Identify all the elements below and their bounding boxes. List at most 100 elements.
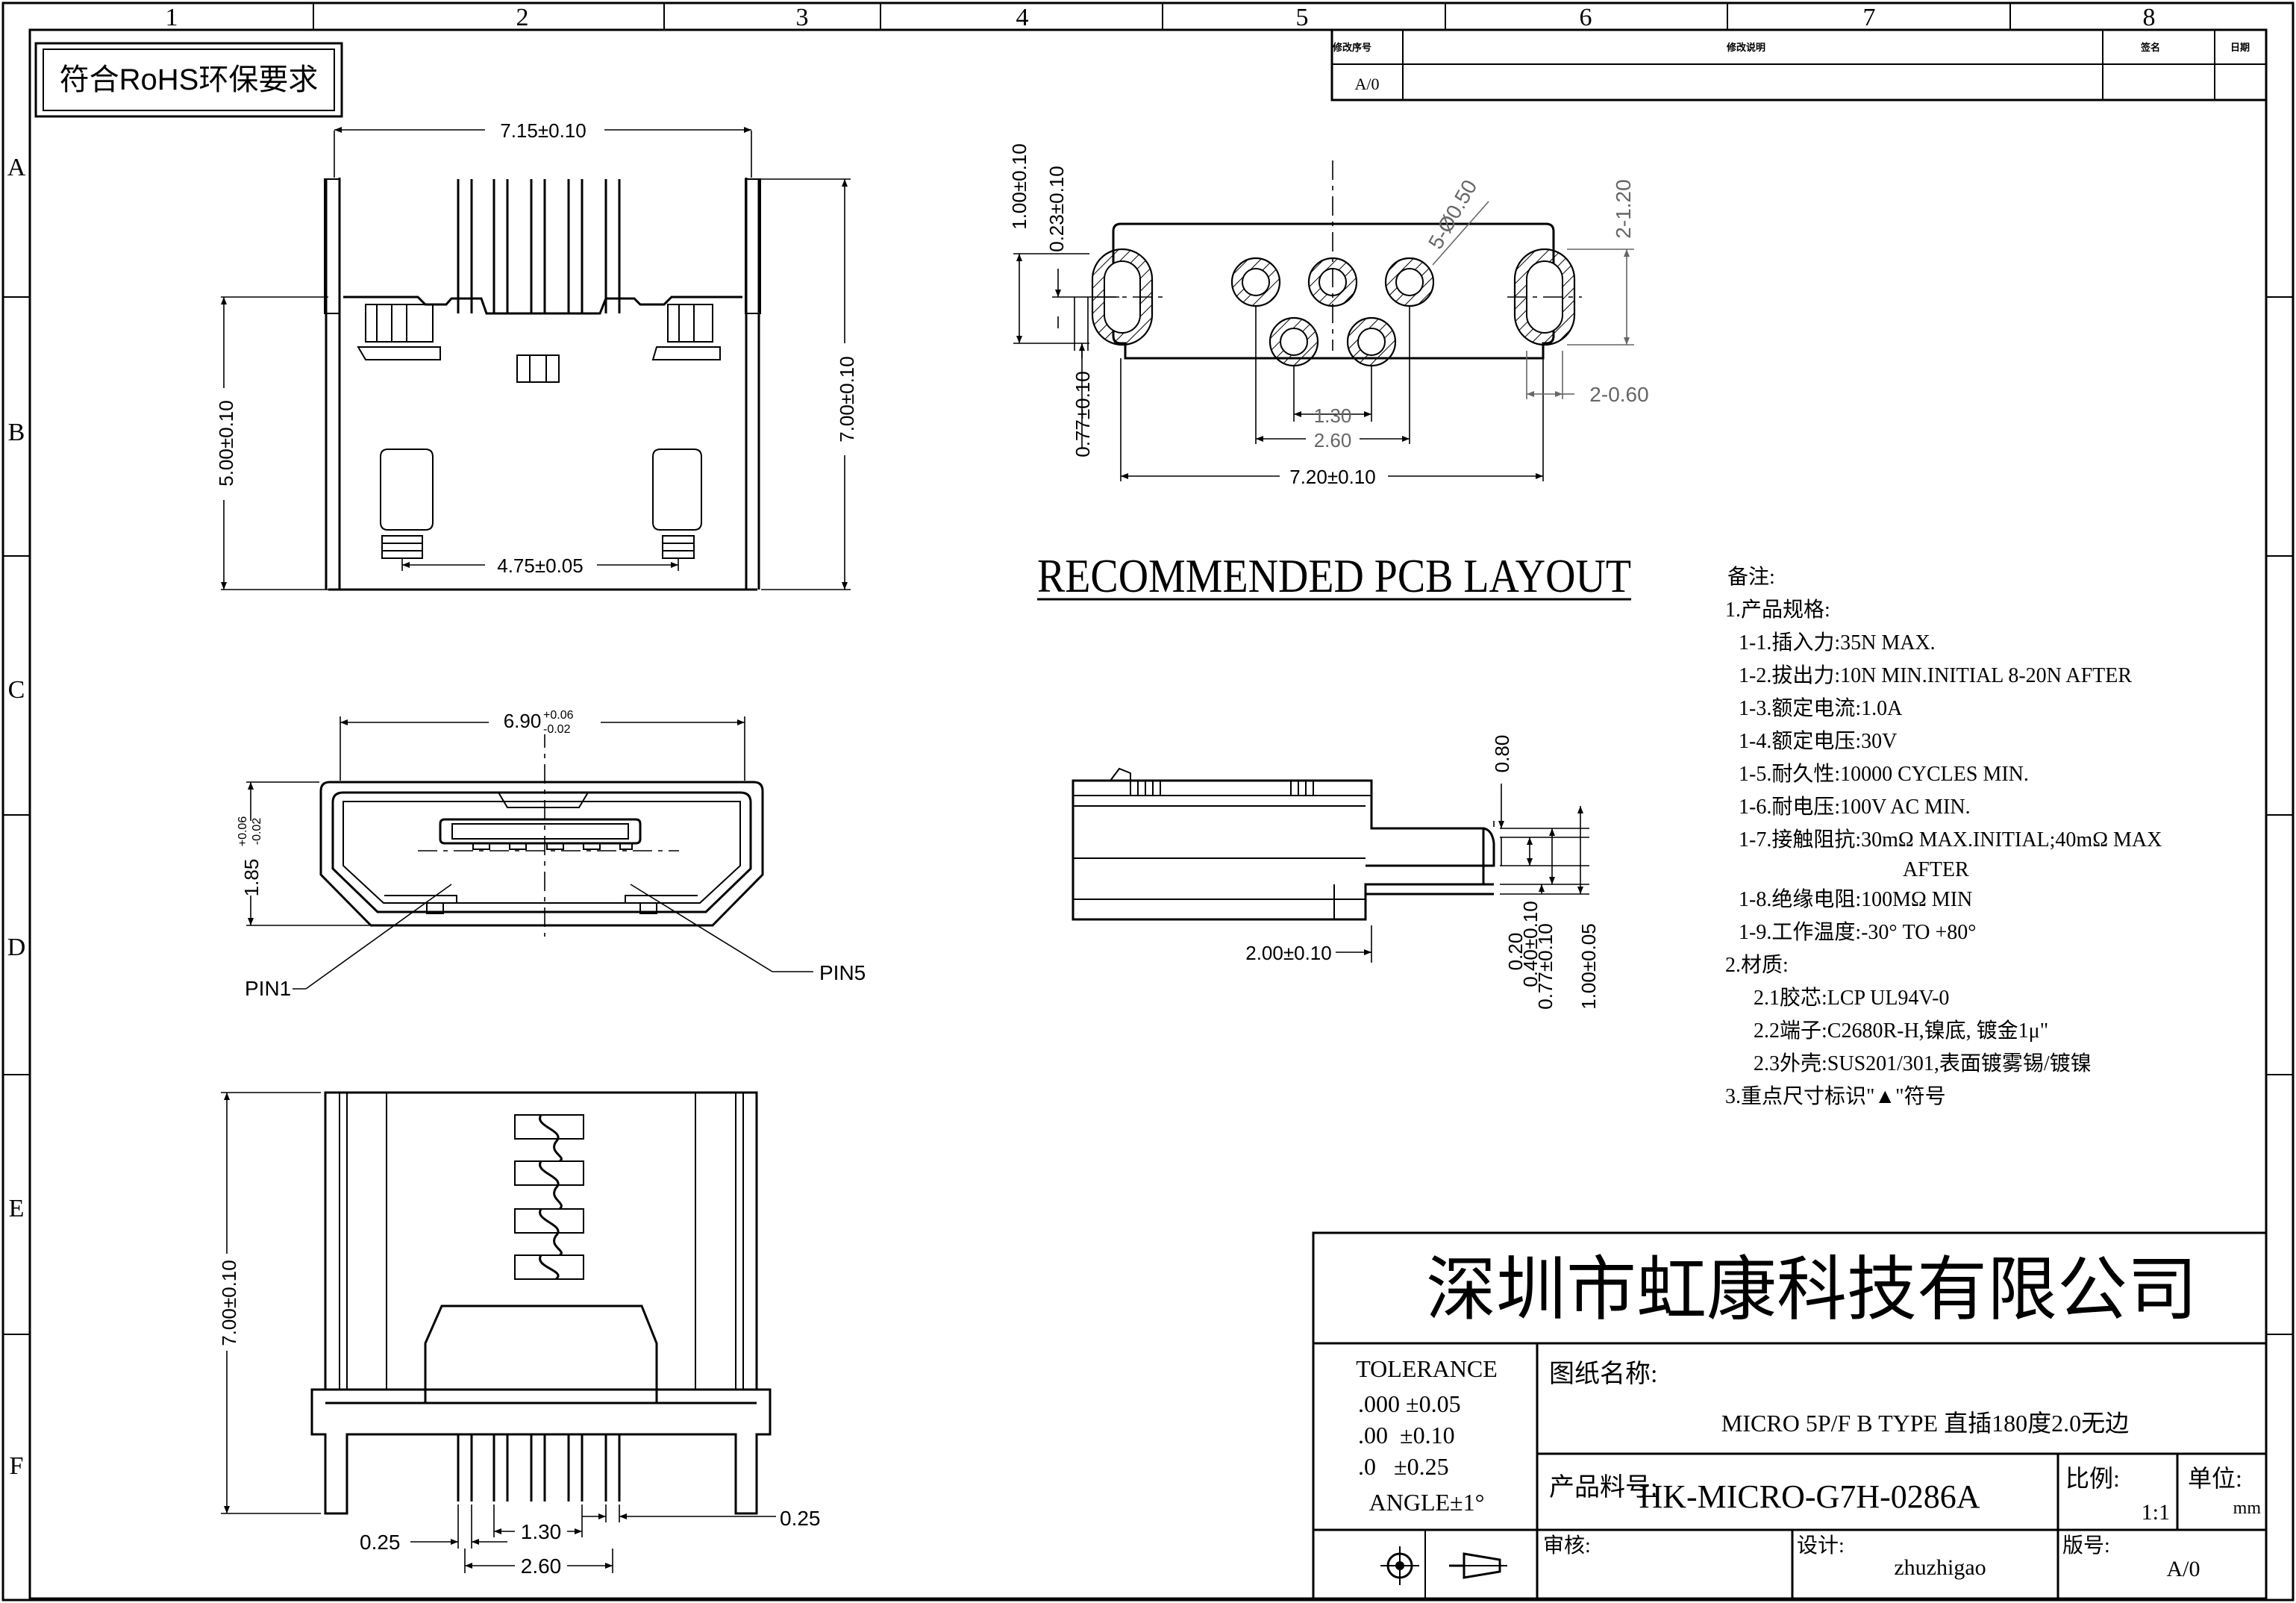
dim-side-0-77: 0.77±0.10 [1534,923,1557,1009]
rev-header-desc: 修改说明 [1726,42,1765,53]
dim-bottom-0-25-left: 0.25 [360,1531,401,1554]
front-view: 6.90 +0.06 -0.02 1.85 +0.06 -0.02 PIN1 P… [237,707,866,1000]
note-line: 2.2端子:C2680R-H,镍底, 镀金1μ" [1754,1019,2048,1043]
dim-top-height-right: 7.00±0.10 [836,356,858,442]
col-label-2: 2 [516,4,529,31]
row-label-e: E [9,1195,25,1222]
rohs-label: 符合RoHS环保要求 [60,63,319,96]
col-label-8: 8 [2143,4,2156,31]
pcb-layout-title: RECOMMENDED PCB LAYOUT [1037,549,1631,602]
note-line: 1-3.额定电流:1.0A [1739,696,1903,720]
bottom-view: 7.00±0.10 0.25 0.25 1.30 2.60 [218,1091,821,1578]
dim-pcb-0-23: 0.23±0.10 [1045,166,1068,251]
company-name: 深圳市虹康科技有限公司 [1426,1252,2198,1329]
side-view: 0.80 0.20 0.40±0.10 0.77±0.10 1.00±0.05 … [1072,735,1600,1010]
dim-side-1-00: 1.00±0.05 [1577,923,1600,1009]
dim-pcb-1-00: 1.00±0.10 [1008,143,1030,229]
col-label-6: 6 [1580,4,1592,31]
dim-front-width: 6.90 [504,710,542,732]
pin5-label: PIN5 [819,961,866,984]
note-line: 1.产品规格: [1725,598,1830,622]
row-label-c: C [8,676,25,704]
dim-pcb-2-60: 2.60 [1314,429,1352,451]
col-label-1: 1 [166,4,178,31]
pcb-layout: 1.00±0.10 0.23±0.10 0.77±0.10 5-Ø0.50 2-… [1008,143,1649,602]
note-line: 1-9.工作温度:-30° TO +80° [1739,920,1976,944]
designer-name: zhuzhigao [1894,1555,1986,1580]
dim-pcb-slot-length: 2-1.20 [1612,179,1635,238]
dim-pcb-0-77: 0.77±0.10 [1072,371,1094,457]
note-line: 2.1胶芯:LCP UL94V-0 [1754,986,1949,1010]
dim-pcb-hole: 5-Ø0.50 [1424,176,1481,253]
note-line: 1-4.额定电压:30V [1739,729,1897,753]
note-line: AFTER [1903,858,1969,881]
rev-header-date: 日期 [2230,42,2250,53]
scale-value: 1:1 [2142,1500,2170,1525]
dim-bottom-1-30: 1.30 [521,1520,562,1543]
version-label: 版号: [2062,1534,2110,1557]
dim-front-width-tol-down: -0.02 [543,723,571,736]
tolerance-line-1: .000 ±0.05 [1358,1390,1461,1417]
dim-top-width: 7.15±0.10 [500,119,586,142]
dim-foot-span: 4.75±0.05 [497,554,583,577]
col-label-4: 4 [1016,4,1029,31]
tolerance-line-2: .00 ±0.10 [1358,1422,1455,1449]
dim-bottom-2-60: 2.60 [521,1554,562,1578]
row-label-f: F [10,1452,24,1480]
note-line: 1-2.拔出力:10N MIN.INITIAL 8-20N AFTER [1739,663,2132,687]
revision-table: 修改序号 修改说明 签名 日期 A/0 [1330,28,2268,101]
dim-bottom-length: 7.00±0.10 [218,1260,240,1346]
review-label: 审核: [1543,1534,1591,1557]
col-label-5: 5 [1296,4,1309,31]
dim-pcb-total: 7.20±0.10 [1289,466,1375,488]
rev-header-sign: 签名 [2140,42,2160,53]
version-value: A/0 [2167,1557,2200,1581]
dim-side-0-20: 0.20 [1504,933,1527,971]
dim-bottom-0-25-right: 0.25 [780,1507,821,1530]
rev-header-no: 修改序号 [1332,42,1371,53]
pin1-label: PIN1 [245,977,291,1000]
dim-side-0-40: 0.40±0.10 [1519,901,1542,987]
drawing-name-label: 图纸名称: [1549,1360,1657,1388]
rohs-box: 符合RoHS环保要求 [34,42,343,118]
dim-front-height-tol-down: -0.02 [251,818,263,846]
dim-side-0-80: 0.80 [1491,735,1513,773]
row-label-a: A [7,154,26,181]
pcb-holes [1230,257,1435,367]
top-view: 7.15±0.10 5.00±0.10 7.00±0.10 4.75±0.05 [215,119,858,591]
note-line: 备注: [1727,565,1775,589]
rev-value: A/0 [1355,75,1380,93]
row-label-d: D [7,934,26,961]
note-line: 3.重点尺寸标识"▲"符号 [1725,1084,1946,1108]
dim-front-height-tol-up: +0.06 [237,816,249,847]
dim-pcb-slot-width: 2-0.60 [1589,383,1648,406]
col-label-3: 3 [796,4,809,31]
tolerance-line-3: .0 ±0.25 [1358,1453,1449,1480]
projection-symbol-icon [1380,1546,1507,1585]
title-block: 深圳市虹康科技有限公司 TOLERANCE .000 ±0.05 .00 ±0.… [1312,1231,2268,1600]
note-line: 1-5.耐久性:10000 CYCLES MIN. [1739,762,2029,786]
scale-label: 比例: [2065,1465,2120,1492]
note-line: 1-7.接触阻抗:30mΩ MAX.INITIAL;40mΩ MAX [1739,828,2162,852]
tolerance-title: TOLERANCE [1356,1355,1498,1382]
angle-tolerance: ANGLE±1° [1369,1489,1485,1516]
note-line: 2.3外壳:SUS201/301,表面镀雾锡/镀镍 [1754,1052,2092,1075]
dim-front-height: 1.85 [240,859,263,897]
dim-pcb-1-30: 1.30 [1314,404,1352,427]
notes: 备注: 1.产品规格: 1-1.插入力:35N MAX. 1-2.拔出力:10N… [1725,565,2162,1108]
design-label: 设计: [1797,1534,1845,1557]
dim-side-2-00: 2.00±0.10 [1245,942,1331,964]
note-line: 1-8.绝缘电阻:100MΩ MIN [1739,887,1972,911]
note-line: 1-1.插入力:35N MAX. [1739,631,1936,654]
part-no: HK-MICRO-G7H-0286A [1639,1478,1980,1515]
unit-value: mm [2233,1499,2262,1518]
dim-front-width-tol-up: +0.06 [543,709,574,722]
dim-top-height-left: 5.00±0.10 [215,400,237,486]
col-label-7: 7 [1863,4,1876,31]
unit-label: 单位: [2188,1465,2242,1492]
part-no-label: 产品料号: [1549,1473,1657,1502]
note-line: 2.材质: [1725,953,1789,977]
row-label-b: B [8,419,25,446]
